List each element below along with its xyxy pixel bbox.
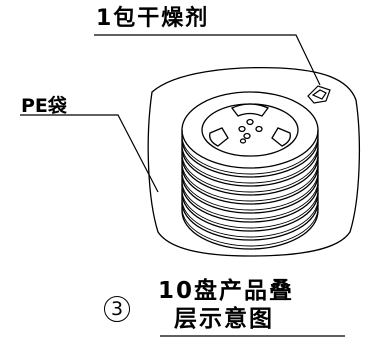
hub-hole: [238, 125, 246, 133]
stacked-reel-rim: [181, 183, 319, 223]
caption-line-2: 层示意图: [174, 306, 274, 332]
reel-window-left: [209, 127, 229, 147]
stacked-reel-inner-rim: [181, 135, 319, 175]
stacked-reel-inner-rim: [181, 153, 319, 193]
stacked-reel-inner-rim: [181, 189, 319, 229]
step-number-badge: 3: [104, 296, 130, 322]
stacked-reel-inner-rim: [181, 144, 319, 184]
stacked-reel-rim: [181, 210, 319, 250]
stacked-reel-inner-rim: [181, 171, 319, 211]
stacked-reel-inner-rim: [181, 207, 319, 247]
reel-window-right: [271, 127, 291, 147]
stacked-reel-rim: [181, 165, 319, 205]
reel-window-top: [230, 103, 270, 117]
reel-stack: [181, 130, 319, 250]
stacked-reel-inner-rim: [181, 198, 319, 238]
hub-hole: [239, 138, 247, 144]
stacked-reel-rim: [181, 147, 319, 187]
pe-bag-outline: [147, 67, 360, 257]
stacked-reel-rim: [181, 174, 319, 214]
desiccant-label: 1包干燥剂: [96, 6, 210, 31]
stacked-reel-inner-rim: [181, 162, 319, 202]
pe-bag-label: PE袋: [21, 95, 67, 117]
stacked-reel-inner-rim: [181, 180, 319, 220]
desiccant-packet: [307, 85, 331, 104]
stacked-reel-rim: [181, 156, 319, 196]
stacked-reel-rim: [181, 138, 319, 178]
caption-line-1: 10盘产品叠: [158, 278, 295, 304]
hub-hole: [243, 132, 251, 140]
stacked-reel-rim: [181, 201, 319, 241]
hub-hole: [246, 118, 254, 126]
desiccant-leader: [94, 34, 321, 86]
hub-hole: [255, 125, 263, 133]
top-reel-face: [181, 91, 319, 169]
stacked-reel-rim: [181, 192, 319, 232]
pe-bag-leader: [20, 114, 159, 193]
